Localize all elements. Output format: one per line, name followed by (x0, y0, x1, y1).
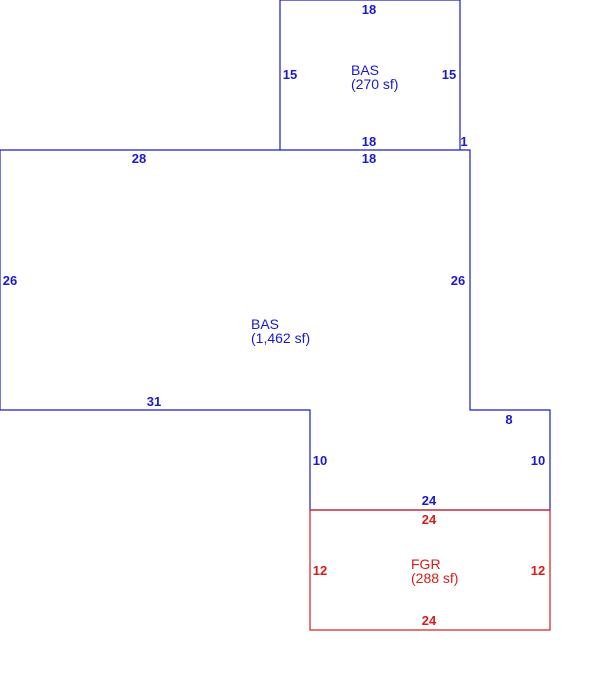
dim-upper-offset: 1 (460, 134, 467, 149)
dim-upper-top: 18 (362, 2, 376, 17)
upper-bas-code: BAS (351, 62, 379, 78)
dim-garage-bottom: 24 (422, 613, 437, 628)
dim-main-right: 26 (451, 273, 465, 288)
dim-main-lower-right: 10 (531, 453, 545, 468)
dim-main-top-right: 18 (362, 151, 376, 166)
main-bas-code: BAS (251, 316, 279, 332)
dim-upper-bottom: 18 (362, 134, 376, 149)
dim-garage-right: 12 (531, 563, 545, 578)
garage-size: (288 sf) (411, 570, 458, 586)
dim-main-bottom: 24 (422, 493, 437, 508)
dim-main-top-left: 28 (132, 151, 146, 166)
upper-bas-outline (279, 0, 461, 150)
dim-garage-left: 12 (313, 563, 327, 578)
dim-main-left: 26 (3, 273, 17, 288)
dim-upper-right: 15 (442, 67, 456, 82)
upper-bas-size: (270 sf) (351, 76, 398, 92)
dim-main-step-right: 8 (505, 412, 512, 427)
dim-main-lower-left: 10 (313, 453, 327, 468)
dim-upper-left: 15 (283, 67, 297, 82)
main-bas-size: (1,462 sf) (251, 330, 310, 346)
garage-outline (309, 509, 551, 631)
dim-main-bottom-left: 31 (147, 394, 161, 409)
dim-garage-top: 24 (422, 512, 437, 527)
garage-code: FGR (411, 556, 441, 572)
